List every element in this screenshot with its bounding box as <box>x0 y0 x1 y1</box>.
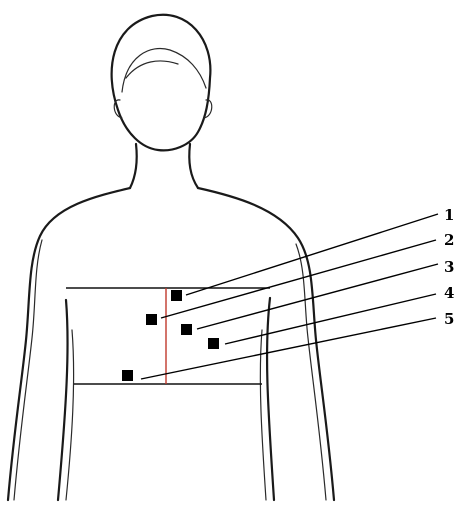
marker-square-1 <box>171 290 182 301</box>
marker-label-3: 3 <box>444 258 454 276</box>
marker-label-5: 5 <box>444 310 454 328</box>
markers <box>122 290 219 381</box>
marker-square-5 <box>122 370 133 381</box>
marker-label-2: 2 <box>444 231 454 249</box>
leader-lines <box>141 214 438 379</box>
marker-square-4 <box>208 338 219 349</box>
marker-label-1: 1 <box>444 206 454 224</box>
marker-square-2 <box>146 314 157 325</box>
marker-labels: 1 2 3 4 5 <box>444 206 454 328</box>
marker-label-4: 4 <box>444 284 454 302</box>
chest-region <box>66 288 270 384</box>
torso-outline <box>8 188 334 500</box>
marker-square-3 <box>181 324 192 335</box>
leader-line-4 <box>225 294 436 344</box>
head <box>112 15 212 151</box>
